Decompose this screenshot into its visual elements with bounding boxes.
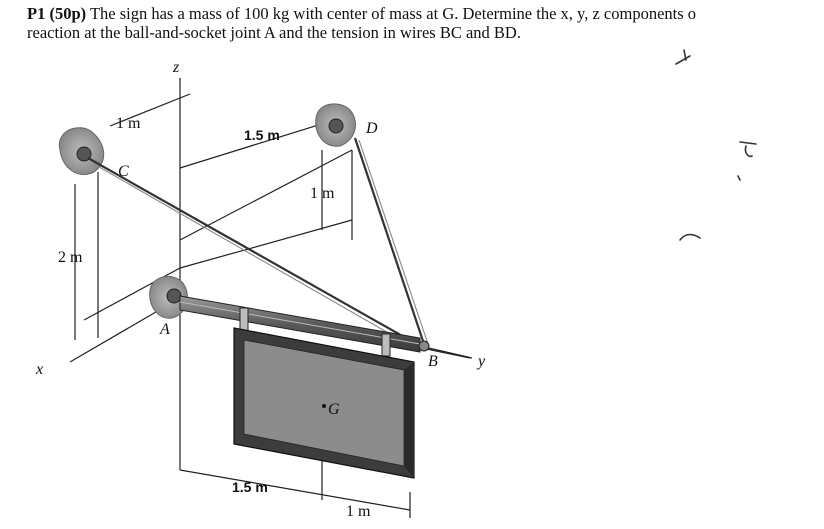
- handwritten-marks: [675, 49, 757, 241]
- dim-vertical-right: 1 m: [310, 185, 335, 202]
- problem-line-1: P1 (50p) The sign has a mass of 100 kg w…: [27, 4, 817, 23]
- cable-bd-shadow: [358, 139, 429, 345]
- scribble-1: [675, 49, 691, 65]
- dimension-labels: 1 m 1.5 m 1 m 2 m 1.5 m 1 m: [58, 115, 371, 520]
- dim-bottom-right: 1 m: [346, 503, 371, 520]
- dim-top-left: 1 m: [116, 115, 141, 132]
- point-b-label: B: [428, 353, 438, 370]
- point-g-dot: [322, 404, 326, 408]
- scribble-2: [739, 141, 757, 158]
- hanger-right: [381, 333, 391, 357]
- cables: [87, 137, 429, 351]
- wall-mount-a: [149, 275, 188, 319]
- problem-label: P1 (50p): [27, 4, 87, 23]
- z-axis-label: z: [172, 59, 180, 76]
- wall-mount-c: [58, 127, 105, 175]
- dim-top-mid: 1.5 m: [244, 127, 280, 143]
- bottom-dim-line-1: [179, 469, 411, 511]
- point-g-label: G: [328, 401, 340, 418]
- x-axis-label: x: [35, 361, 43, 378]
- axis-labels: z x y: [35, 59, 486, 378]
- point-a-label: A: [159, 321, 170, 338]
- top-dim-extension: [109, 93, 191, 127]
- cable-bc: [87, 157, 421, 347]
- point-b-ball: [418, 340, 430, 352]
- mid-edge-line: [179, 219, 353, 269]
- scribble-4: [737, 175, 741, 181]
- scribble-3: [679, 233, 701, 241]
- wall-diagonal-line: [179, 149, 353, 241]
- point-c-label: C: [118, 163, 129, 180]
- point-labels: C D A B G: [118, 120, 438, 418]
- construction-lines: [69, 78, 473, 518]
- point-d-label: D: [365, 120, 378, 137]
- problem-statement: P1 (50p) The sign has a mass of 100 kg w…: [27, 4, 817, 42]
- wall-mount-d: [315, 103, 356, 147]
- sign-board: [233, 327, 415, 479]
- problem-line-2: reaction at the ball-and-socket joint A …: [27, 23, 521, 42]
- dim-bottom-left: 1.5 m: [232, 479, 268, 495]
- cable-bc-shadow: [93, 163, 419, 351]
- problem-text-1: The sign has a mass of 100 kg with cente…: [89, 4, 697, 23]
- cable-bd: [353, 137, 426, 345]
- top-edge-line: [179, 121, 329, 169]
- y-axis-label: y: [476, 353, 486, 370]
- dim-left-height: 2 m: [58, 249, 83, 266]
